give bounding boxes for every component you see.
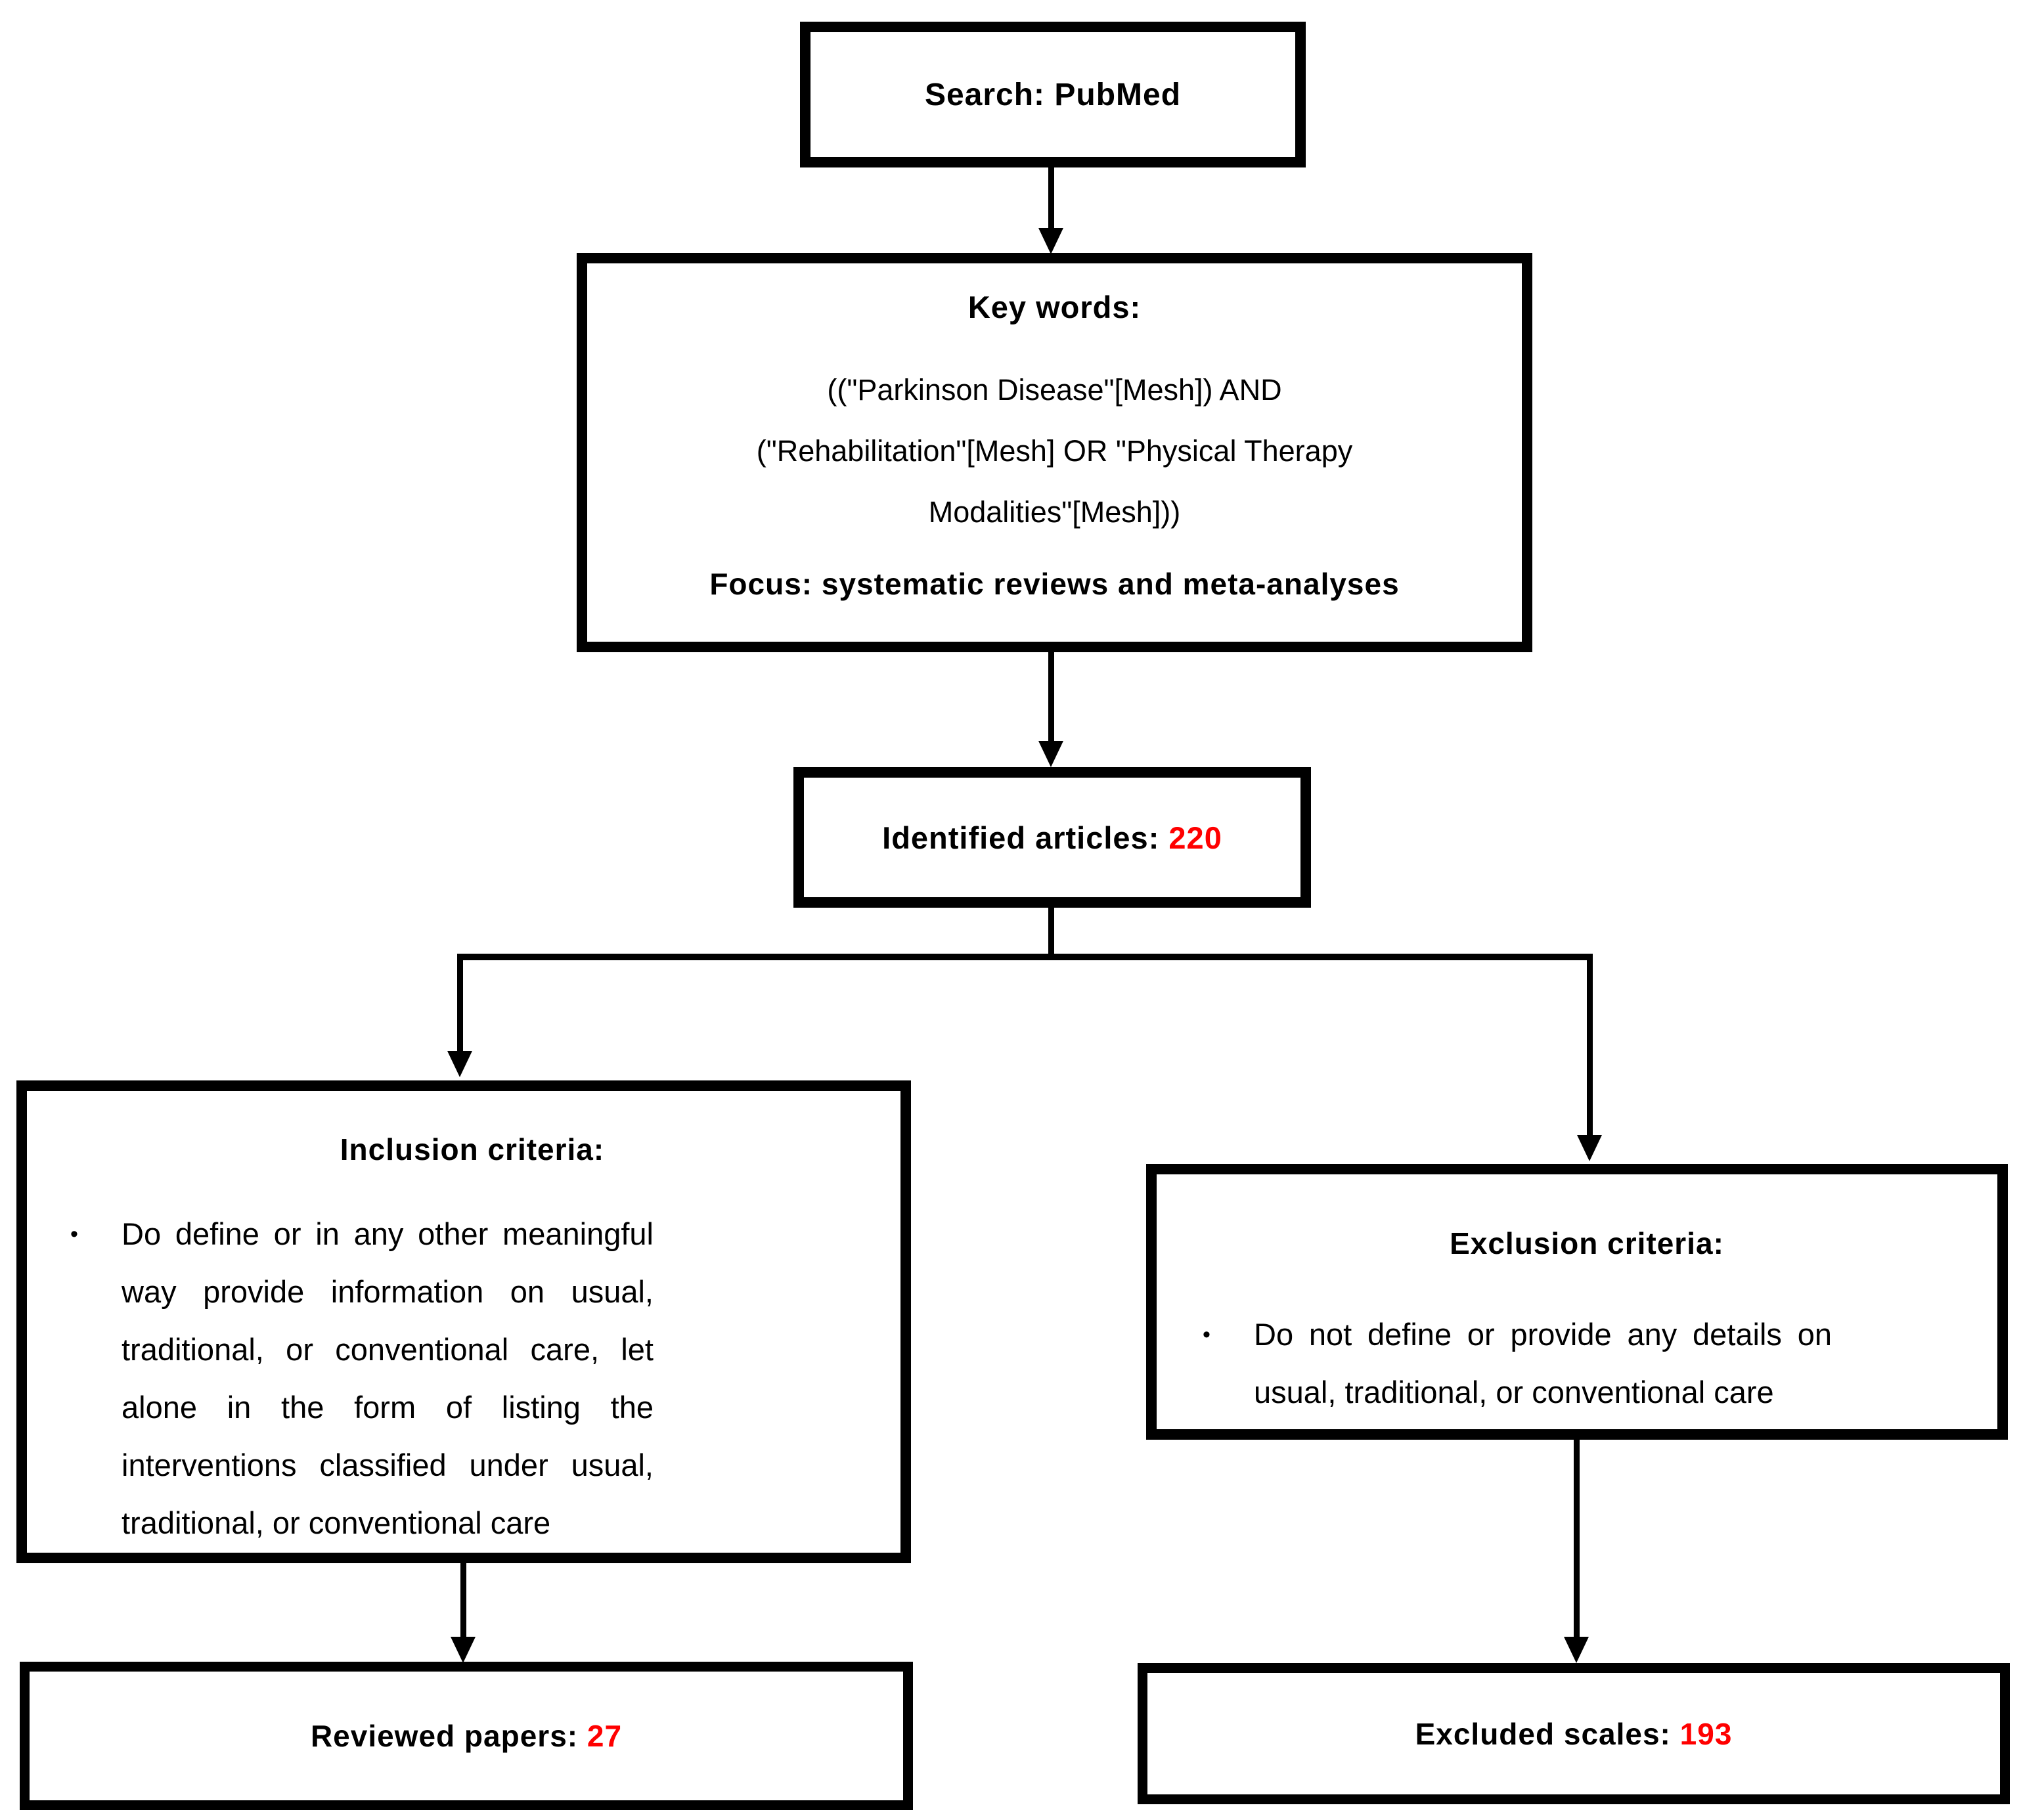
keywords-focus-text: Focus: systematic reviews and meta-analy…: [709, 567, 1400, 601]
connector-search-to-keywords: [1048, 167, 1054, 229]
node-inclusion-box: Inclusion criteria: • Do define or in an…: [16, 1080, 911, 1563]
branch-stub-line: [1048, 908, 1054, 958]
branch-right-line: [1587, 954, 1593, 1138]
keywords-query-text: (("Parkinson Disease"[Mesh]) AND ("Rehab…: [756, 373, 1353, 529]
reviewed-label: Reviewed papers:: [310, 1719, 587, 1753]
arrow-down-icon: [1038, 228, 1063, 254]
node-reviewed-box: Reviewed papers: 27: [20, 1662, 913, 1810]
arrow-down-icon: [447, 1051, 472, 1077]
inclusion-bullet-row: • Do define or in any other meaningful w…: [64, 1205, 881, 1552]
inclusion-heading: Inclusion criteria:: [340, 1132, 605, 1166]
keywords-heading: Key words:: [967, 290, 1142, 324]
node-identified-box: Identified articles: 220: [793, 767, 1311, 908]
arrow-down-icon: [1564, 1637, 1589, 1663]
search-box-label: Search: PubMed: [924, 77, 1182, 112]
reviewed-text: Reviewed papers: 27: [311, 1718, 622, 1754]
node-search-box: Search: PubMed: [800, 22, 1306, 167]
connector-keywords-to-identified: [1048, 652, 1054, 742]
excluded-text: Excluded scales: 193: [1415, 1716, 1733, 1752]
reviewed-count: 27: [587, 1719, 623, 1753]
identified-count: 220: [1168, 820, 1222, 855]
arrow-down-icon: [1577, 1135, 1602, 1161]
exclusion-heading: Exclusion criteria:: [1450, 1226, 1724, 1260]
arrow-down-icon: [451, 1637, 476, 1663]
identified-label: Identified articles:: [882, 820, 1169, 855]
identified-text: Identified articles: 220: [882, 820, 1222, 856]
branch-horizontal-line: [457, 954, 1593, 960]
connector-exclusion-to-excluded: [1574, 1440, 1580, 1638]
excluded-label: Excluded scales:: [1415, 1716, 1680, 1751]
excluded-count: 193: [1679, 1716, 1733, 1751]
exclusion-bullet-row: • Do not define or provide any details o…: [1196, 1306, 1978, 1421]
arrow-down-icon: [1038, 741, 1063, 767]
branch-left-line: [457, 954, 463, 1052]
exclusion-bullet-text: Do not define or provide any details on …: [1254, 1317, 1832, 1409]
inclusion-bullet-text: Do define or in any other meaningful way…: [122, 1216, 654, 1540]
node-exclusion-box: Exclusion criteria: • Do not define or p…: [1146, 1164, 2008, 1440]
node-keywords-box: Key words: (("Parkinson Disease"[Mesh]) …: [577, 253, 1532, 652]
node-excluded-box: Excluded scales: 193: [1138, 1663, 2010, 1804]
connector-inclusion-to-reviewed: [460, 1563, 466, 1638]
bullet-icon: •: [1203, 1322, 1210, 1347]
bullet-icon: •: [70, 1222, 78, 1247]
